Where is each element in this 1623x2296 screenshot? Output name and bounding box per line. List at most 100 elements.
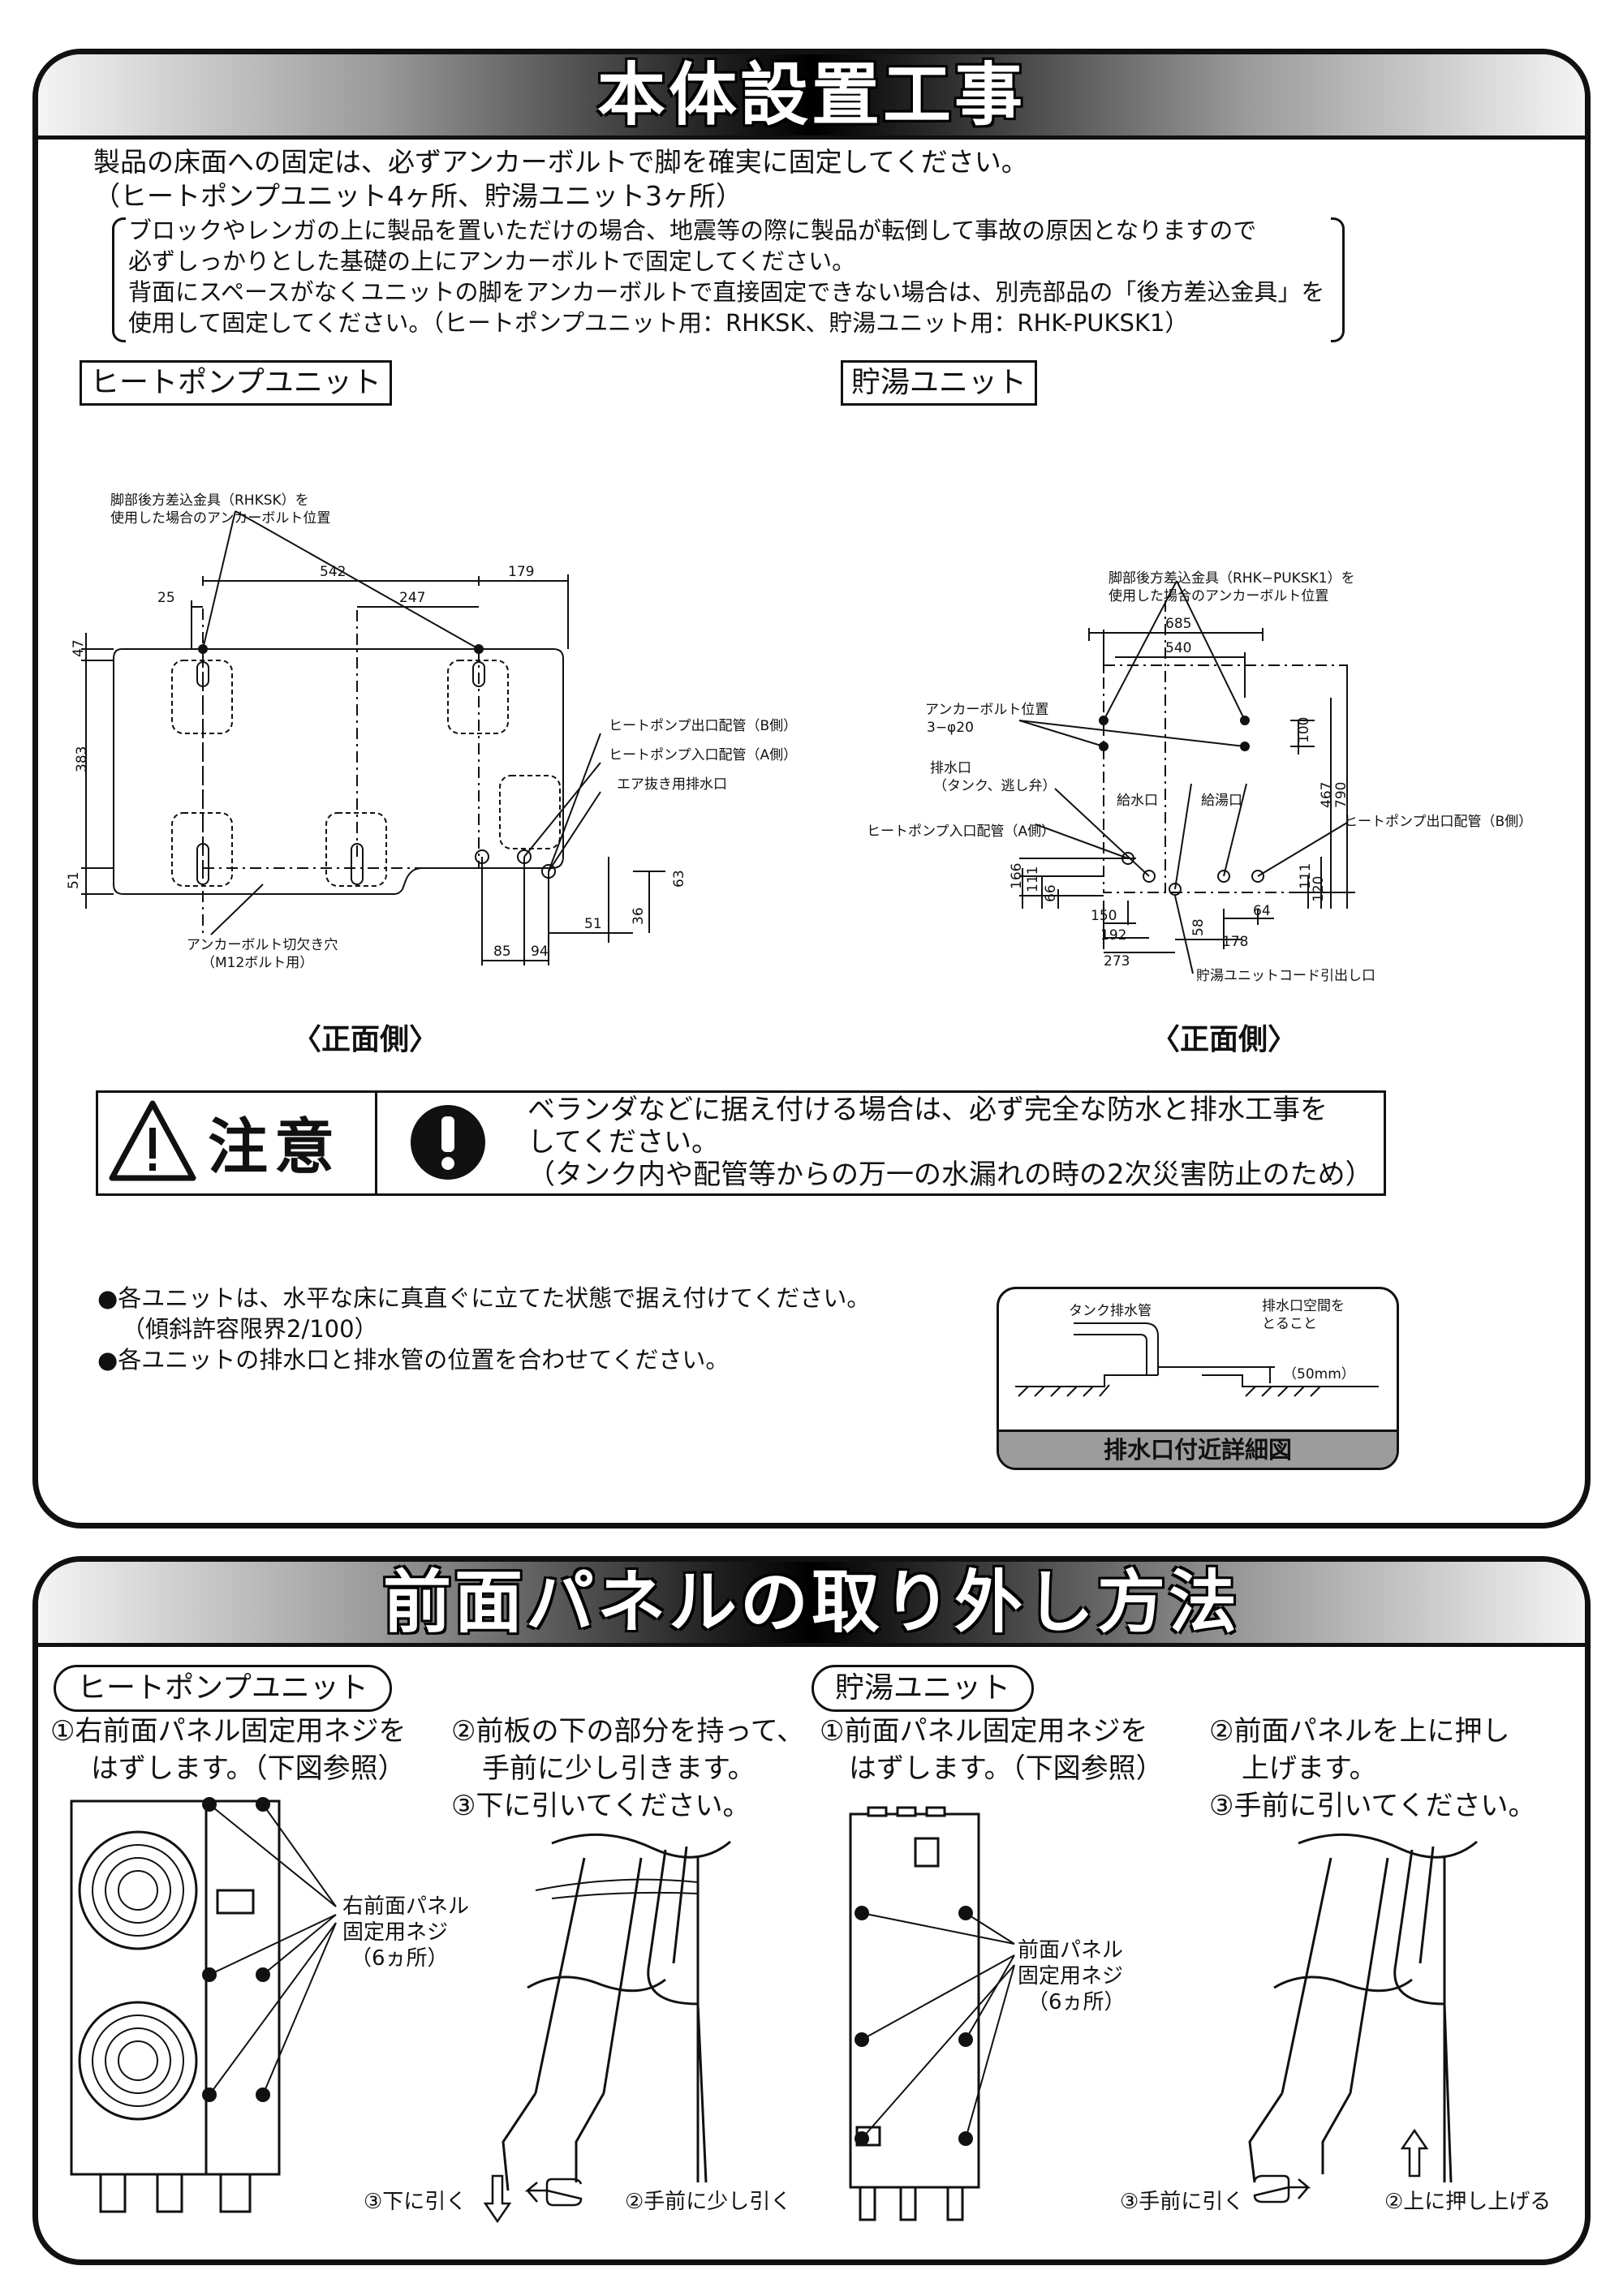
- tank-front-side: 〈正面側〉: [1151, 1023, 1298, 1056]
- note-bracket-left: [112, 217, 126, 342]
- tank-dim-111: 111: [1025, 866, 1041, 892]
- tank-dim-685: 685: [1165, 616, 1191, 632]
- hp-screw-label-1: 右前面パネル: [342, 1894, 469, 1919]
- drain-detail-figure: タンク排水管 排水口空間を とること （50mm）: [1015, 1298, 1379, 1397]
- tank-dim-273: 273: [1104, 953, 1130, 970]
- hp-out-pipe: ヒートポンプ出口配管（B側）: [609, 718, 797, 734]
- hp-dim-94: 94: [531, 944, 549, 960]
- hp-front-side: 〈正面側〉: [292, 1023, 439, 1056]
- caution-line-2: してください。: [527, 1126, 719, 1159]
- intro-line-2: （ヒートポンプユニット4ヶ所、貯湯ユニット3ヶ所）: [93, 180, 743, 212]
- tank-step1-line2: はずします。（下図参照）: [849, 1752, 1164, 1785]
- caution-title: 注意: [208, 1112, 341, 1182]
- up-arrow-icon: [1401, 2129, 1428, 2178]
- tank-drain-1: 排水口: [930, 760, 971, 776]
- hp-dim-51: 51: [66, 871, 82, 889]
- tank-anchor-1: アンカーボルト位置: [925, 702, 1048, 718]
- note-line-4: 使用して固定してください。（ヒートポンプユニット用：RHKSK、貯湯ユニット用：…: [128, 309, 1189, 337]
- hp-screw-label-3: （6ヵ所）: [351, 1946, 449, 1971]
- hp-pull-down-label: ③下に引く: [364, 2190, 467, 2214]
- hp-dim-383: 383: [74, 746, 90, 772]
- bullet-1: ●各ユニットは、水平な床に真直ぐに立てた状態で据え付けてください。: [97, 1284, 871, 1312]
- hp-in-pipe: ヒートポンプ入口配管（A側）: [609, 747, 797, 763]
- tank-dim-192: 192: [1100, 927, 1126, 944]
- tank-dim-64: 64: [1253, 903, 1271, 919]
- tank-unit-label: 貯湯ユニット: [841, 360, 1038, 406]
- hp-dim-36: 36: [631, 907, 647, 925]
- tank-dim-58: 58: [1190, 918, 1207, 936]
- hp-panel-sketch: [502, 1833, 731, 2191]
- hp-unit-pill: ヒートポンプユニット: [54, 1665, 392, 1712]
- hp-step1-line1: ①右前面パネル固定用ネジを: [50, 1715, 407, 1748]
- tank-dim-178: 178: [1222, 934, 1248, 950]
- tank-screw-label-1: 前面パネル: [1018, 1938, 1123, 1963]
- tank-dim-540: 540: [1165, 640, 1191, 656]
- tank-dim-166: 166: [1009, 863, 1025, 889]
- tank-step2-line2: 上げます。: [1242, 1752, 1377, 1785]
- hp-step1-line2: はずします。（下図参照）: [91, 1752, 406, 1785]
- tank-hot-out: 給湯口: [1201, 793, 1242, 809]
- tank-cord: 貯湯ユニットコード引出し口: [1196, 968, 1375, 984]
- note-bracket-right: [1331, 217, 1345, 342]
- tank-dim-66: 66: [1043, 884, 1059, 902]
- tank-step2-line1: ②前面パネルを上に押し: [1209, 1715, 1510, 1748]
- tank-anchor-2: 3−φ20: [927, 720, 974, 736]
- hp-dim-25: 25: [157, 590, 175, 606]
- hp-callout-top-1: 脚部後方差込金具（RHKSK）を: [110, 492, 309, 509]
- curved-front-arrow-icon: [1253, 2174, 1311, 2204]
- detail-pipe: タンク排水管: [1069, 1303, 1152, 1319]
- hp-air-drain: エア抜き用排水口: [617, 776, 727, 793]
- tank-dim-120: 120: [1311, 876, 1327, 902]
- hp-unit-label: ヒートポンプユニット: [80, 360, 392, 406]
- hp-screw-label-2: 固定用ネジ: [342, 1920, 448, 1945]
- caution-line-1: ベランダなどに据え付ける場合は、必ず完全な防水と排水工事を: [527, 1094, 1328, 1126]
- tank-unit-drawing: 前面パネル 固定用ネジ （6ヵ所）: [849, 1806, 1126, 2221]
- installation-banner: [38, 54, 1585, 140]
- curved-pull-arrow-icon: [524, 2178, 583, 2207]
- exclamation-icon: [411, 1105, 485, 1180]
- down-arrow-icon: [484, 2174, 511, 2223]
- hp-dim-542: 542: [320, 564, 346, 580]
- tank-pull-front-label: ③手前に引く: [1120, 2190, 1245, 2214]
- hp-cutout-2: （M12ボルト用）: [201, 955, 313, 971]
- tank-dim-790: 790: [1333, 782, 1350, 808]
- hp-dim-85: 85: [493, 944, 511, 960]
- tank-screw-label-3: （6ヵ所）: [1027, 1990, 1126, 2014]
- tank-step1-line1: ①前面パネル固定用ネジを: [820, 1715, 1148, 1748]
- tank-drain-2: （タンク、逃し弁）: [933, 778, 1056, 794]
- tank-dim-100: 100: [1296, 717, 1312, 743]
- detail-gap: （50mm）: [1283, 1366, 1355, 1382]
- hp-callout-top-2: 使用した場合のアンカーボルト位置: [110, 510, 330, 527]
- installation-title: 本体設置工事: [596, 55, 1026, 135]
- intro-line-1: 製品の床面への固定は、必ずアンカーボルトで脚を確実に固定してください。: [93, 146, 1028, 178]
- bullet-2: ●各ユニットの排水口と排水管の位置を合わせてください。: [97, 1346, 730, 1374]
- tank-dim-467: 467: [1319, 782, 1335, 808]
- panel-removal-title: 前面パネルの取り外し方法: [382, 1563, 1240, 1642]
- detail-caption: 排水口付近詳細図: [999, 1430, 1397, 1468]
- drain-detail-box: タンク排水管 排水口空間を とること （50mm） 排水口付近詳細図: [997, 1287, 1399, 1470]
- hp-dim-47: 47: [71, 639, 87, 657]
- tank-base-diagram: 脚部後方差込金具（RHK−PUKSK1）を 使用した場合のアンカーボルト位置 6…: [867, 570, 1532, 984]
- detail-space-2: とること: [1262, 1316, 1317, 1332]
- tank-panel-sketch: [1248, 1833, 1478, 2183]
- caution-divider: [375, 1090, 377, 1196]
- hp-dim-63: 63: [671, 870, 687, 888]
- tank-unit-pill: 貯湯ユニット: [812, 1665, 1035, 1712]
- warning-triangle-icon: [109, 1100, 196, 1181]
- note-line-2: 必ずしっかりとした基礎の上にアンカーボルトで固定してください。: [128, 247, 856, 275]
- hp-step3: ③下に引いてください。: [451, 1790, 751, 1822]
- tank-callout-top-2: 使用した場合のアンカーボルト位置: [1109, 587, 1328, 604]
- panel-removal-banner: [38, 1562, 1585, 1647]
- hp-dim-247: 247: [399, 590, 425, 606]
- hp-pull-front-label: ②手前に少し引く: [625, 2190, 792, 2214]
- bullet-1-sub: （傾斜許容限界2/100）: [122, 1315, 378, 1343]
- tank-out-pipe: ヒートポンプ出口配管（B側）: [1344, 814, 1532, 830]
- hp-dim-179: 179: [508, 564, 534, 580]
- hp-step2-line2: 手前に少し引きます。: [482, 1752, 756, 1785]
- caution-line-3: （タンク内や配管等からの万一の水漏れの時の2次災害防止のため）: [527, 1159, 1373, 1191]
- tank-dim-150: 150: [1091, 908, 1117, 924]
- note-line-1: ブロックやレンガの上に製品を置いただけの場合、地震等の際に製品が転倒して事故の原…: [128, 217, 1257, 244]
- tank-push-up-label: ②上に押し上げる: [1384, 2190, 1552, 2214]
- tank-dim-111b: 111: [1298, 863, 1314, 889]
- hp-dim-51b: 51: [584, 916, 602, 932]
